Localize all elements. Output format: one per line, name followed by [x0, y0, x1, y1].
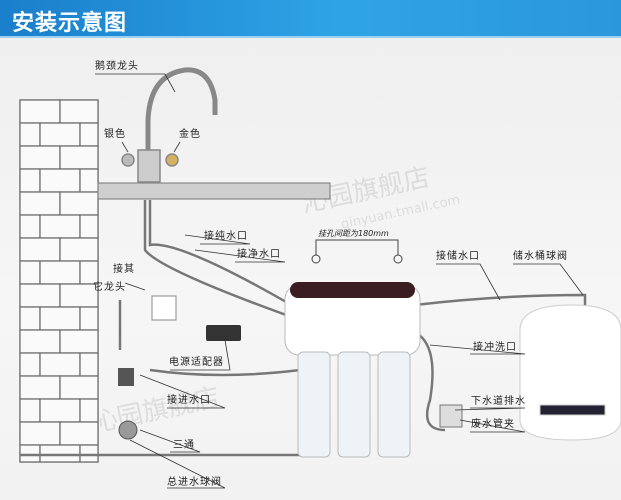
- label-other-faucet-1: 接其: [113, 264, 135, 275]
- countertop: [97, 182, 331, 200]
- page-title: 安装示意图: [12, 11, 128, 36]
- brick: [39, 260, 81, 285]
- water-purifier: [284, 282, 421, 458]
- label-power-adapter: 电源适配器: [169, 357, 224, 368]
- header-banner: 安装示意图: [0, 0, 621, 38]
- brick: [19, 122, 41, 147]
- tubing: [20, 200, 587, 457]
- label-gooseneck-faucet: 鹅颈龙头: [95, 61, 139, 72]
- brick: [19, 237, 61, 262]
- label-tee: 三通: [173, 440, 195, 451]
- brick: [59, 145, 99, 170]
- brick: [19, 375, 61, 400]
- brick: [59, 421, 99, 446]
- label-gold: 金色: [179, 129, 201, 140]
- label-other-faucet-2: 它龙头: [93, 282, 126, 293]
- main-valve-shape: [118, 420, 138, 440]
- brick: [19, 191, 61, 216]
- brick: [39, 214, 81, 239]
- hole-spacing-marker: [311, 239, 403, 264]
- brick: [19, 145, 61, 170]
- brick: [19, 99, 61, 124]
- gooseneck-faucet: [121, 67, 218, 183]
- brick: [19, 168, 41, 193]
- brick: [19, 283, 61, 308]
- brick: [79, 214, 99, 239]
- brick: [79, 398, 99, 423]
- brick: [59, 329, 99, 354]
- label-silver: 银色: [104, 129, 126, 140]
- label-main-inlet-valve: 总进水球阀: [167, 477, 222, 488]
- brick: [39, 352, 81, 377]
- brick: [19, 398, 41, 423]
- wall-socket: [151, 295, 177, 321]
- brick: [39, 306, 81, 331]
- storage-tank: [519, 304, 621, 441]
- brick: [59, 237, 99, 262]
- label-hole-spacing: 挂孔间距为180mm: [318, 229, 389, 238]
- brick: [79, 444, 99, 463]
- brick: [19, 352, 41, 377]
- brick: [19, 421, 61, 446]
- brick: [19, 329, 61, 354]
- brick: [39, 398, 81, 423]
- label-flush-port: 接冲洗口: [473, 342, 517, 353]
- brick: [39, 444, 81, 463]
- brick: [59, 191, 99, 216]
- drain-clamp-shape: [439, 404, 463, 428]
- brick: [19, 214, 41, 239]
- leader-lines: [95, 73, 584, 489]
- power-adapter-shape: [206, 325, 241, 341]
- brick: [79, 306, 99, 331]
- brick: [39, 168, 81, 193]
- label-drain: 下水道排水: [471, 396, 526, 407]
- brick-wall: [19, 99, 99, 463]
- label-pure-water-port: 接纯水口: [204, 231, 248, 242]
- brick: [79, 168, 99, 193]
- brick: [19, 260, 41, 285]
- inlet-valve-shape: [118, 368, 134, 386]
- label-storage-port: 接储水口: [436, 251, 480, 262]
- label-clean-water-port: 接净水口: [237, 249, 281, 260]
- brick: [39, 122, 81, 147]
- brick: [79, 352, 99, 377]
- brick: [59, 375, 99, 400]
- label-inlet-port: 接进水口: [167, 395, 211, 406]
- brick: [19, 306, 41, 331]
- brick: [19, 444, 41, 463]
- brick: [59, 99, 99, 124]
- brick: [79, 122, 99, 147]
- label-waste-clamp: 废水管夹: [471, 419, 515, 430]
- label-tank-valve: 储水桶球阀: [513, 251, 568, 262]
